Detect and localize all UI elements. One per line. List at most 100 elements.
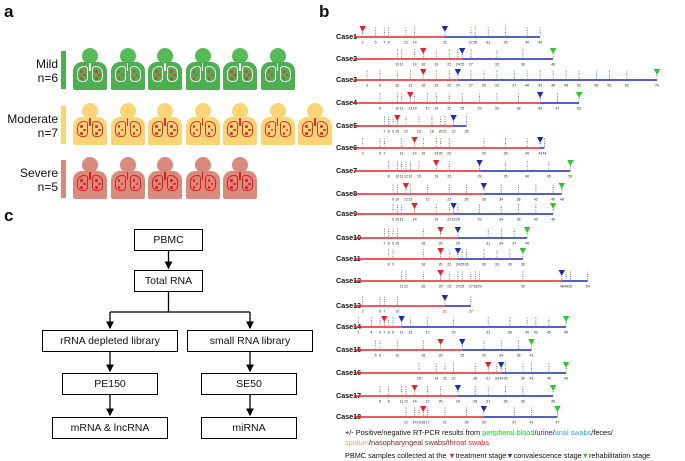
rtpcr-result-mark (440, 386, 442, 388)
rtpcr-result-mark (483, 75, 485, 77)
rtpcr-result-mark (435, 370, 437, 372)
treatment-stage-marker (437, 339, 444, 345)
rtpcr-result-mark (435, 98, 437, 100)
rtpcr-result-mark (357, 322, 359, 324)
convalescence-stage-marker (476, 160, 483, 166)
rtpcr-result-mark (405, 116, 407, 118)
rtpcr-result-mark (500, 347, 502, 349)
patient-lungs-icon (71, 157, 109, 199)
rtpcr-result-mark (422, 138, 424, 140)
day-tick-label: 35 (504, 400, 508, 404)
day-tick-label: 46 (551, 198, 555, 202)
rtpcr-result-mark (414, 209, 416, 211)
rtpcr-result-mark (409, 317, 411, 319)
rtpcr-result-mark (526, 143, 528, 145)
convalescence-stage-marker (441, 26, 449, 32)
rtpcr-result-mark (448, 93, 450, 95)
treatment-marker-icon: ▼ (448, 451, 456, 460)
rtpcr-result-mark (444, 32, 446, 34)
day-tick-label: 46 (551, 63, 555, 67)
rtpcr-result-mark (435, 75, 437, 77)
rtpcr-result-mark (470, 51, 472, 53)
rtpcr-result-mark (531, 365, 532, 367)
rtpcr-result-mark (396, 51, 398, 53)
rtpcr-result-mark (427, 98, 429, 100)
day-tick-label: 36 (508, 331, 512, 335)
rtpcr-result-mark (435, 95, 437, 97)
rtpcr-result-mark (496, 365, 498, 367)
case-label: Case17 (336, 391, 361, 400)
convalescence-stage-marker (454, 248, 462, 254)
rtpcr-result-mark (388, 256, 390, 258)
rtpcr-result-mark (418, 168, 420, 170)
rtpcr-result-mark (513, 412, 515, 414)
rtpcr-result-mark (539, 32, 541, 34)
rtpcr-result-mark (448, 70, 450, 72)
rtpcr-result-mark (500, 342, 502, 344)
rtpcr-result-mark (461, 251, 463, 253)
rtpcr-result-mark (483, 414, 485, 416)
rtpcr-result-mark (418, 407, 420, 409)
legend-slash: / (552, 428, 555, 437)
rtpcr-result-mark (392, 256, 394, 258)
day-tick-label: 37 (512, 84, 516, 88)
rtpcr-result-mark (466, 121, 468, 123)
rtpcr-result-mark (427, 414, 429, 416)
rtpcr-result-mark (405, 388, 407, 390)
rtpcr-result-mark (470, 56, 472, 58)
rtpcr-result-mark (505, 386, 506, 388)
rtpcr-result-mark (388, 388, 390, 390)
rtpcr-result-mark (570, 168, 571, 170)
day-tick-label: 50 (568, 175, 572, 179)
day-tick-label: 14 (413, 107, 417, 111)
rtpcr-result-mark (422, 140, 424, 142)
rtpcr-result-mark (513, 230, 515, 232)
patient-lungs-icon (221, 157, 259, 199)
rtpcr-result-mark (396, 235, 398, 237)
rtpcr-result-mark (487, 29, 489, 31)
rtpcr-result-mark (470, 34, 472, 36)
day-tick-label: 21 (443, 377, 447, 381)
rtpcr-result-mark (414, 95, 416, 97)
rtpcr-result-mark (526, 145, 528, 147)
rtpcr-result-mark (457, 278, 459, 280)
day-tick-label: 22 (447, 263, 451, 267)
rtpcr-result-mark (457, 235, 459, 237)
rtpcr-result-mark (535, 184, 537, 186)
day-tick-label: 16 (421, 354, 425, 358)
day-tick-label: 13 (408, 198, 412, 202)
convalescence-stage-marker (450, 203, 457, 209)
rtpcr-result-mark (457, 393, 459, 395)
rtpcr-result-mark (505, 27, 506, 29)
rtpcr-result-mark (396, 123, 398, 125)
day-tick-label: 5 (375, 354, 377, 358)
treatment-stage-marker (411, 385, 418, 391)
day-tick-label: 25 (460, 354, 464, 358)
rtpcr-result-mark (548, 317, 550, 319)
rtpcr-result-mark (375, 340, 377, 342)
rtpcr-result-mark (401, 98, 403, 100)
rtpcr-result-mark (557, 412, 558, 414)
rtpcr-result-mark (427, 412, 429, 414)
rtpcr-result-mark (505, 365, 506, 367)
rtpcr-result-mark (379, 95, 381, 97)
rtpcr-result-mark (457, 273, 459, 275)
day-tick-label: 6 (379, 84, 381, 88)
rtpcr-result-mark (518, 211, 519, 213)
case-label: Case18 (336, 412, 361, 421)
rtpcr-result-mark (388, 27, 390, 29)
rtpcr-result-mark (539, 145, 541, 147)
day-tick-label: 34 (499, 198, 503, 202)
rtpcr-result-mark (578, 77, 580, 79)
rtpcr-result-mark (565, 271, 567, 273)
day-tick-label: 25 (460, 263, 464, 267)
rtpcr-result-mark (401, 388, 403, 390)
day-tick-label: 33 (495, 63, 499, 67)
rtpcr-result-mark (500, 340, 502, 342)
rtpcr-result-mark (457, 75, 459, 77)
day-tick-label: 22 (447, 198, 451, 202)
rtpcr-result-mark (483, 189, 485, 191)
